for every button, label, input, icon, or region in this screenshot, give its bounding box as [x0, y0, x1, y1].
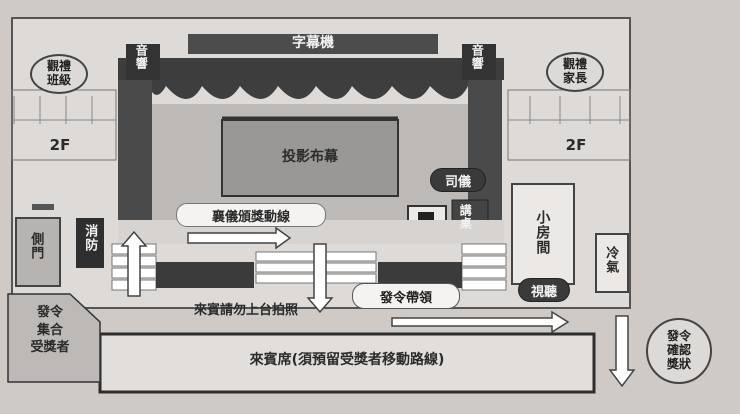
- air-conditioner-label: 冷氣: [603, 246, 619, 274]
- observe-parents-oval: 觀禮 家長: [546, 52, 604, 92]
- projection-screen-label: 投影布幕: [282, 149, 338, 165]
- fire-control-label: 消防: [82, 224, 98, 252]
- no-stage-photo-note: 來賓請勿上台拍照: [193, 303, 298, 318]
- pillar-right: [468, 80, 502, 220]
- ushers-pill: 視聽: [518, 278, 570, 302]
- speaker-left-box: [126, 44, 160, 82]
- gather-area: [7, 293, 101, 383]
- side-door-label: 側門: [28, 232, 44, 260]
- route-arrows: [120, 226, 636, 388]
- floor-left-label: 2F: [49, 136, 71, 154]
- guest-seats-label: 來賓席(須預留受獎者移動路線): [249, 352, 445, 368]
- hand-out-award-pill: 發令帶領: [352, 283, 460, 309]
- guest-seats-box: [98, 332, 596, 394]
- stage-curtain: [152, 80, 468, 99]
- side-door-box: [15, 217, 61, 287]
- speaker-right-label: 音響: [470, 44, 485, 70]
- air-conditioner-box: [595, 233, 629, 293]
- gather-awardees-label: 發令 集合 受獎者: [30, 305, 70, 356]
- confirm-certificate-oval: 發令 確認 獎狀: [646, 318, 712, 384]
- small-room-box: [511, 183, 575, 285]
- ceremony-route-pill: 襄儀頒獎動線: [176, 203, 326, 227]
- projection-screen-box: [221, 119, 399, 197]
- observe-class-oval: 觀禮 班級: [30, 54, 88, 94]
- emcee-pill: 司儀: [430, 168, 486, 192]
- fire-control-box: [76, 218, 104, 268]
- subtitle-machine-bar: [188, 34, 438, 54]
- speaker-left-label: 音響: [134, 44, 149, 70]
- pillar-left: [118, 80, 152, 220]
- floor-right-label: 2F: [565, 136, 587, 154]
- podium-label: 講桌: [458, 204, 473, 230]
- subtitle-machine-label: 字幕機: [292, 35, 334, 51]
- stage-header: [118, 58, 504, 80]
- stage-front-dark-left: [156, 262, 254, 288]
- speaker-right-box: [462, 44, 496, 82]
- small-room-label: 小房間: [534, 210, 551, 255]
